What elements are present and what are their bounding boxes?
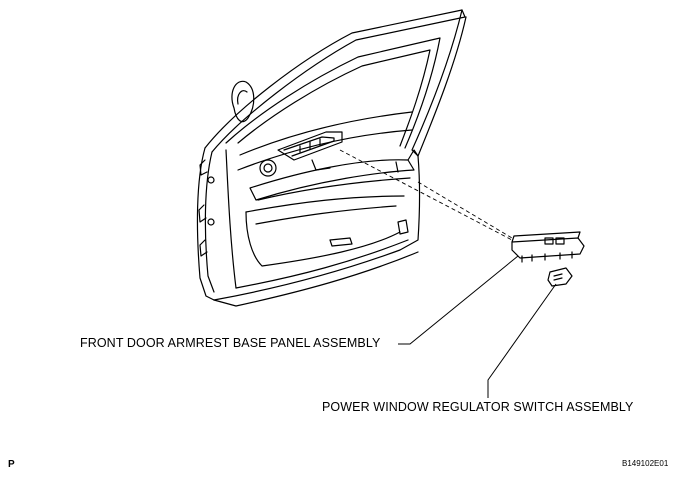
side-mirror [231, 80, 255, 123]
figure-code: B149102E01 [622, 459, 669, 468]
door-pocket [245, 195, 405, 267]
callout-armrest-base-panel: FRONT DOOR ARMREST BASE PANEL ASSEMBLY [80, 336, 381, 350]
install-guide-lines [339, 149, 513, 241]
callout-window-switch: POWER WINDOW REGULATOR SWITCH ASSEMBLY [322, 400, 634, 414]
armrest [249, 149, 419, 201]
corner-mark: P [8, 459, 15, 470]
door-speaker [259, 159, 277, 177]
door-hinge-edge [196, 147, 215, 301]
door-sill [213, 219, 419, 307]
door-frame [204, 9, 467, 157]
leader-lines [398, 255, 557, 398]
armrest-base-panel [511, 231, 585, 263]
window-switch [547, 267, 573, 287]
